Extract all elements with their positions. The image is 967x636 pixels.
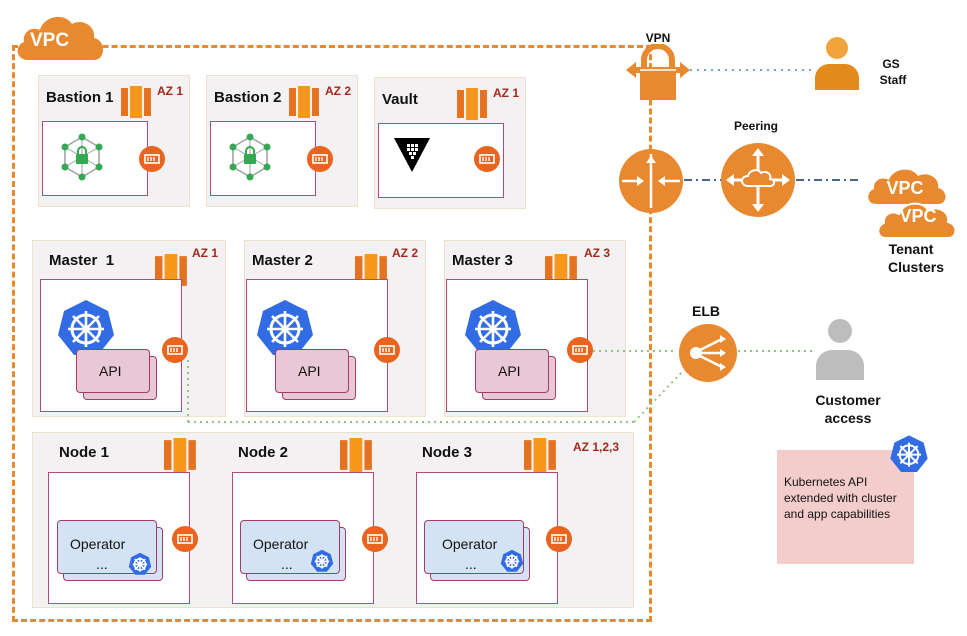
tenant-vpc-cloud-icon bbox=[868, 169, 957, 239]
peering-label: Peering bbox=[733, 119, 778, 133]
operator-dots: ... bbox=[465, 556, 477, 572]
network-interface-icon bbox=[307, 146, 333, 172]
load-balancer-icon bbox=[679, 324, 737, 382]
network-interface-icon bbox=[374, 337, 400, 363]
api-label: API bbox=[498, 363, 521, 379]
tenant-label-1: Tenant bbox=[888, 241, 934, 257]
router-icon bbox=[619, 149, 683, 213]
network-interface-icon bbox=[546, 526, 572, 552]
vpc-cloud-icon bbox=[17, 16, 104, 61]
vpn-label: VPN bbox=[645, 31, 671, 45]
network-interface-icon bbox=[474, 146, 500, 172]
operator-dots: ... bbox=[281, 556, 293, 572]
tenant-label-2: Clusters bbox=[887, 259, 945, 275]
api-label: API bbox=[99, 363, 122, 379]
customer-label-1: Customer bbox=[815, 392, 881, 408]
staff-label-2: Staff bbox=[879, 73, 907, 87]
secure-network-icon bbox=[61, 133, 103, 181]
vault-logo-icon bbox=[394, 138, 430, 172]
vpc-label: VPC bbox=[30, 30, 70, 51]
network-interface-icon bbox=[139, 146, 165, 172]
network-interface-icon bbox=[162, 337, 188, 363]
network-interface-icon bbox=[567, 337, 593, 363]
ec2-instance-icon bbox=[164, 438, 196, 472]
staff-user-icon bbox=[815, 37, 859, 90]
customer-label-2: access bbox=[824, 410, 872, 426]
tenant-vpc-label-2: VPC bbox=[899, 206, 937, 226]
api-card bbox=[275, 349, 349, 393]
kubernetes-icon bbox=[465, 300, 521, 355]
operator-label: Operator bbox=[442, 536, 498, 552]
vpn-gateway-icon bbox=[626, 44, 690, 100]
master-3-instance bbox=[446, 279, 588, 412]
bastion-1-title: Bastion 1 bbox=[46, 89, 114, 106]
bastion-2-az: AZ 2 bbox=[325, 84, 352, 98]
kubernetes-icon bbox=[257, 300, 313, 355]
api-card bbox=[76, 349, 150, 393]
kubernetes-icon bbox=[500, 549, 524, 572]
tenant-vpc-label-1: VPC bbox=[886, 178, 924, 198]
bastion-2-title: Bastion 2 bbox=[214, 89, 282, 106]
master-2-az: AZ 2 bbox=[392, 246, 419, 260]
network-interface-icon bbox=[362, 526, 388, 552]
operator-label: Operator bbox=[70, 536, 126, 552]
node-1-title: Node 1 bbox=[59, 444, 110, 461]
vault-title: Vault bbox=[382, 91, 418, 108]
kubernetes-icon bbox=[310, 549, 334, 572]
kubernetes-api-note-text: Kubernetes API extended with cluster and… bbox=[784, 475, 897, 521]
api-label: API bbox=[298, 363, 321, 379]
kubernetes-icon bbox=[890, 435, 928, 472]
master-3-title: Master 3 bbox=[452, 252, 513, 269]
bastion-1-instance bbox=[42, 121, 148, 196]
vpc-boundary bbox=[12, 45, 652, 622]
secure-network-icon bbox=[229, 133, 271, 181]
master-2-title: Master 2 bbox=[252, 252, 313, 269]
ec2-instance-icon bbox=[457, 88, 487, 120]
api-card bbox=[475, 349, 549, 393]
master-1-az: AZ 1 bbox=[192, 246, 219, 260]
master-3-az: AZ 3 bbox=[584, 246, 611, 260]
peering-icon bbox=[721, 143, 795, 217]
node-2-title: Node 2 bbox=[238, 444, 289, 461]
bastion-1-az: AZ 1 bbox=[157, 84, 184, 98]
ec2-instance-icon bbox=[289, 86, 319, 118]
elb-label: ELB bbox=[692, 303, 720, 319]
operator-dots: ... bbox=[96, 556, 108, 572]
node-3-title: Node 3 bbox=[422, 444, 473, 461]
kubernetes-icon bbox=[128, 552, 152, 575]
vault-az: AZ 1 bbox=[493, 86, 520, 100]
staff-label-1: GS bbox=[882, 57, 900, 71]
kubernetes-icon bbox=[58, 300, 114, 355]
ec2-instance-icon bbox=[121, 86, 151, 118]
network-interface-icon bbox=[172, 526, 198, 552]
ec2-instance-icon bbox=[340, 438, 372, 472]
ec2-instance-icon bbox=[524, 438, 556, 472]
customer-user-icon bbox=[816, 319, 864, 380]
operator-label: Operator bbox=[253, 536, 309, 552]
master-1-title: Master 1 bbox=[49, 252, 115, 269]
kubernetes-api-note bbox=[777, 450, 914, 564]
nodes-az: AZ 1,2,3 bbox=[573, 440, 620, 454]
